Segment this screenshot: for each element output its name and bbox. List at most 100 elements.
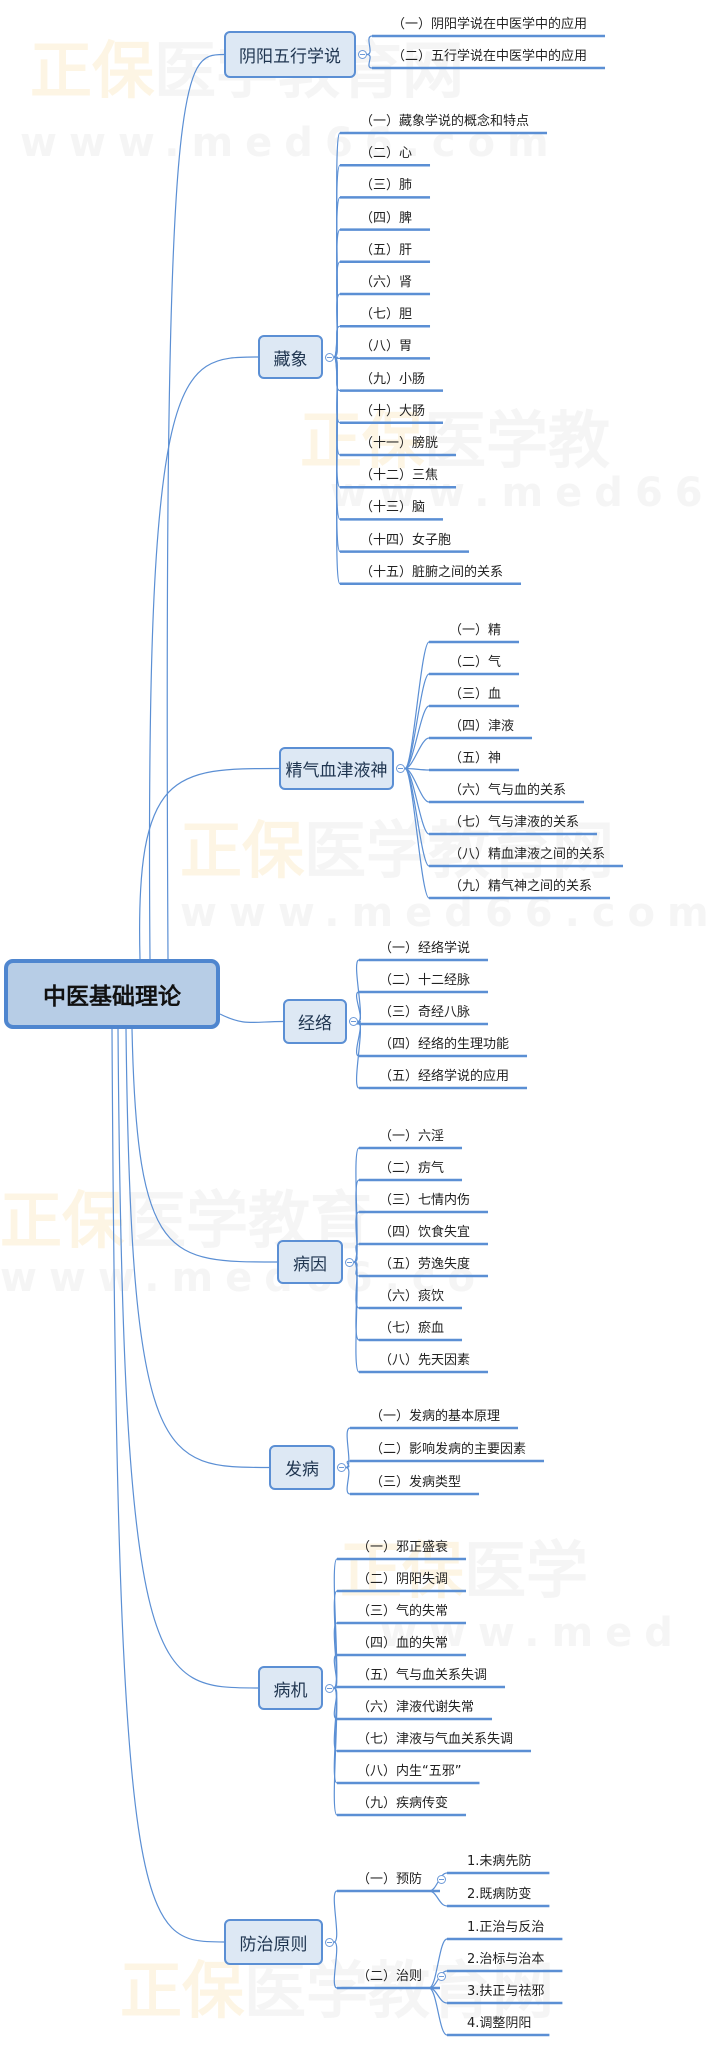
subtopic-item[interactable]: （二）五行学说在中医学中的应用 [392,49,588,64]
root-connector [148,356,259,960]
subtopic-item[interactable]: （十三）脑 [360,500,426,516]
branch-topic[interactable]: 病机 [258,1666,323,1710]
child-connector [333,325,341,358]
root-connector [111,1028,225,1943]
subtopic-item[interactable]: （十五）脏腑之间的关系 [360,564,504,580]
subtopic-item[interactable]: （九）疾病传变 [357,1796,449,1811]
subtopic-item[interactable]: （二）影响发病的主要因素 [370,1442,527,1457]
root-connector [125,1028,270,1469]
subtopic-item[interactable]: （三）奇经八脉 [379,1005,471,1020]
subtopic-item[interactable]: （六）肾 [360,275,413,290]
subtopic-item[interactable]: （十）大肠 [360,403,426,419]
detail-item[interactable]: 4.调整阴阳 [467,2016,532,2031]
child-connector [345,1466,351,1495]
collapse-toggle-icon[interactable] [345,1257,354,1267]
child-connector [366,35,373,56]
subtopic-item[interactable]: （四）经络的生理功能 [379,1037,510,1052]
collapse-toggle-icon[interactable] [349,1017,358,1026]
subtopic-item[interactable]: （三）血 [449,687,502,702]
child-connector [353,1261,360,1373]
child-connector [333,293,341,358]
root-connector [131,1028,278,1263]
child-connector [345,1427,351,1469]
subtopic-item[interactable]: （一）精 [449,623,502,638]
collapse-toggle-icon[interactable] [325,1683,334,1693]
subtopic-item[interactable]: （三）气的失常 [357,1604,449,1619]
subtopic-item[interactable]: （一）阴阳学说在中医学中的应用 [392,17,588,32]
subtopic-item[interactable]: （一）六淫 [379,1129,445,1144]
subtopic-item[interactable]: （五）气与血关系失调 [357,1668,488,1683]
subtopic-item[interactable]: （八）胃 [360,339,413,355]
subtopic-item[interactable]: （四）津液 [449,719,515,734]
child-connector [428,1890,448,1907]
subtopic-item[interactable]: （四）血的失常 [357,1636,449,1651]
subtopic-item[interactable]: （二）疠气 [379,1161,445,1176]
root-connector [219,1013,284,1024]
child-connector [355,1020,362,1089]
subtopic-item[interactable]: （四）饮食失宜 [379,1225,471,1240]
subtopic-item[interactable]: （十二）三焦 [360,468,439,484]
subtopic-item[interactable]: （五）肝 [360,242,413,258]
branch-topic[interactable]: 经络 [283,999,347,1044]
subtopic-item[interactable]: （三）肺 [360,178,413,194]
collapse-toggle-icon[interactable] [437,1971,446,1981]
child-connector [404,705,430,770]
subtopic-item[interactable]: （一）藏象学说的概念和特点 [360,114,530,129]
subtopic-item[interactable]: （十一）膀胱 [360,436,439,451]
detail-item[interactable]: 2.既病防变 [467,1887,532,1902]
detail-item[interactable]: 2.治标与治本 [467,1952,545,1967]
collapse-toggle-icon[interactable] [337,1463,346,1472]
subtopic-item[interactable]: （八）精血津液之间的关系 [449,847,606,862]
subtopic-item[interactable]: （六）痰饮 [379,1289,445,1304]
branch-topic[interactable]: 阴阳五行学说 [224,31,356,78]
subtopic-item[interactable]: （二）心 [360,146,413,162]
subtopic-item[interactable]: （九）小肠 [360,371,426,387]
subtopic-item[interactable]: （四）脾 [360,210,413,226]
subtopic-item[interactable]: （一）邪正盛衰 [357,1540,449,1555]
child-connector [366,53,373,69]
subtopic-item[interactable]: （五）经络学说的应用 [379,1069,510,1084]
subtopic-item[interactable]: （一）预防 [357,1872,423,1887]
detail-item[interactable]: 1.正治与反治 [467,1920,545,1935]
child-connector [428,1987,448,2036]
branch-topic[interactable]: 发病 [269,1445,335,1490]
subtopic-item[interactable]: （八）内生“五邪” [357,1764,462,1779]
subtopic-item[interactable]: （八）先天因素 [379,1353,471,1368]
subtopic-item[interactable]: （二）治则 [357,1969,423,1984]
collapse-toggle-icon[interactable] [396,764,405,773]
detail-item[interactable]: 1.未病先防 [467,1854,532,1869]
subtopic-item[interactable]: （七）津液与气血关系失调 [357,1732,514,1747]
subtopic-item[interactable]: （二）阴阳失调 [357,1572,449,1587]
subtopic-item[interactable]: （七）胆 [360,307,413,323]
detail-item[interactable]: 3.扶正与祛邪 [467,1984,545,1999]
child-connector [404,767,430,899]
branch-topic[interactable]: 精气血津液神 [279,747,394,790]
branch-topic[interactable]: 藏象 [258,335,323,379]
subtopic-item[interactable]: （一）经络学说 [379,941,471,956]
root-connector [138,767,280,960]
child-connector [333,1941,338,1989]
branch-topic[interactable]: 病因 [277,1240,343,1284]
subtopic-item[interactable]: （三）七情内伤 [379,1193,471,1208]
subtopic-item[interactable]: （五）劳逸失度 [379,1257,471,1272]
collapse-toggle-icon[interactable] [325,1937,334,1947]
root-topic[interactable]: 中医基础理论 [4,959,220,1029]
collapse-toggle-icon[interactable] [358,50,367,59]
collapse-toggle-icon[interactable] [325,352,334,362]
subtopic-item[interactable]: （六）气与血的关系 [449,783,567,798]
root-connector [117,1028,259,1689]
subtopic-item[interactable]: （七）瘀血 [379,1321,445,1336]
subtopic-item[interactable]: （六）津液代谢失常 [357,1700,475,1715]
collapse-toggle-icon[interactable] [437,1874,446,1884]
subtopic-item[interactable]: （一）发病的基本原理 [370,1409,501,1424]
subtopic-item[interactable]: （十四）女子胞 [360,532,452,548]
branch-topic[interactable]: 防治原则 [224,1919,323,1965]
subtopic-item[interactable]: （三）发病类型 [370,1475,462,1490]
subtopic-item[interactable]: （二）十二经脉 [379,973,471,988]
subtopic-item[interactable]: （七）气与津液的关系 [449,815,580,830]
subtopic-item[interactable]: （九）精气神之间的关系 [449,879,593,894]
subtopic-item[interactable]: （二）气 [449,655,502,670]
child-connector [333,1890,338,1943]
subtopic-item[interactable]: （五）神 [449,751,502,766]
